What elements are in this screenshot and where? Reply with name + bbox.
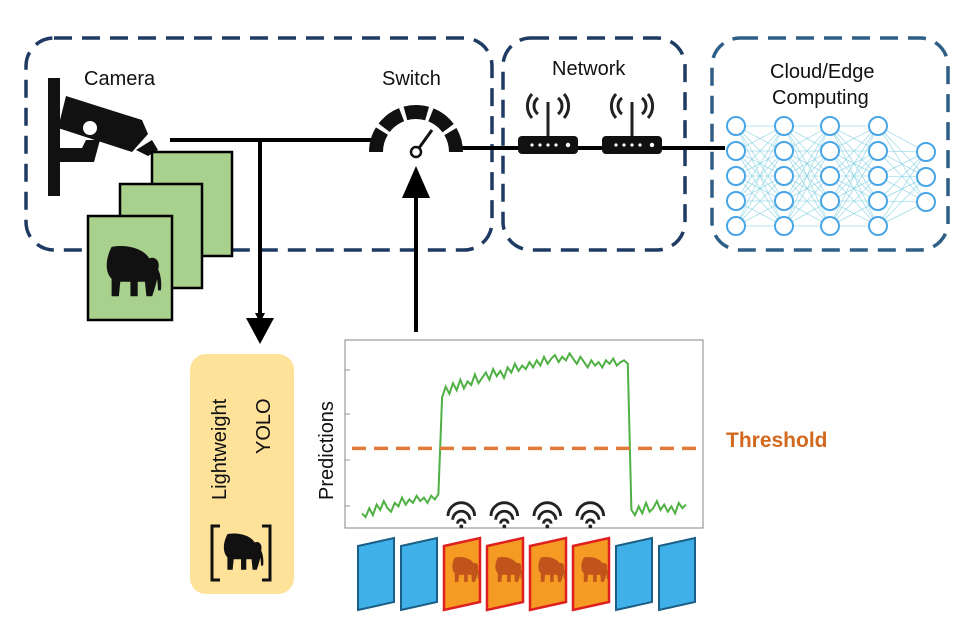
nn-node xyxy=(820,191,840,211)
switch-label: Switch xyxy=(382,68,441,90)
nn-node xyxy=(774,141,794,161)
detection-box-icon xyxy=(210,524,272,582)
empty-frame xyxy=(400,536,438,612)
camera-frame-stack xyxy=(86,150,234,322)
yolo-label-line1: Lightweight xyxy=(209,398,231,500)
prediction-plot-frame xyxy=(344,339,704,529)
network-group-box xyxy=(501,36,687,252)
detected-frame xyxy=(442,501,482,612)
nn-node xyxy=(916,142,936,162)
nn-node xyxy=(726,166,746,186)
nn-node xyxy=(726,191,746,211)
nn-node xyxy=(868,141,888,161)
neural-network-icon xyxy=(726,116,936,236)
nn-node xyxy=(820,166,840,186)
security-camera-icon xyxy=(48,78,158,196)
detected-frame xyxy=(571,501,611,612)
camera-label: Camera xyxy=(84,68,156,90)
predictions-axis-label: Predictions xyxy=(316,401,338,500)
feedback-arrowhead xyxy=(402,166,430,198)
nn-node xyxy=(868,116,888,136)
prediction-series-line xyxy=(361,351,687,519)
nn-node xyxy=(868,166,888,186)
empty-frame xyxy=(357,536,395,612)
detected-frame xyxy=(485,501,525,612)
empty-frame xyxy=(658,536,696,612)
cloud-group-box xyxy=(710,36,950,252)
yolo-arrowhead xyxy=(246,318,274,344)
nn-node xyxy=(820,216,840,236)
yolo-label-line2: YOLO xyxy=(253,398,275,454)
nn-node xyxy=(868,216,888,236)
nn-node xyxy=(726,141,746,161)
camera-switch-group-box xyxy=(24,36,494,252)
nn-node xyxy=(774,191,794,211)
plot-y-ticks xyxy=(345,369,350,507)
nn-node xyxy=(726,216,746,236)
nn-node xyxy=(820,116,840,136)
router-icon xyxy=(518,93,578,154)
video-frame-strip xyxy=(357,501,696,612)
switch-gauge-icon xyxy=(369,105,463,159)
threshold-label: Threshold xyxy=(726,429,828,452)
nn-node xyxy=(774,166,794,186)
nn-node xyxy=(868,191,888,211)
detected-frame xyxy=(528,501,568,612)
nn-node xyxy=(820,141,840,161)
network-label: Network xyxy=(552,58,626,80)
empty-frame xyxy=(615,536,653,612)
nn-node xyxy=(916,192,936,212)
nn-node xyxy=(916,167,936,187)
lightweight-yolo-box xyxy=(190,354,294,594)
cloud-label-line1: Cloud/Edge xyxy=(770,61,875,83)
router-icon xyxy=(602,93,662,154)
nn-node xyxy=(774,116,794,136)
nn-node xyxy=(726,116,746,136)
cloud-label-line2: Computing xyxy=(772,87,869,109)
nn-node xyxy=(774,216,794,236)
